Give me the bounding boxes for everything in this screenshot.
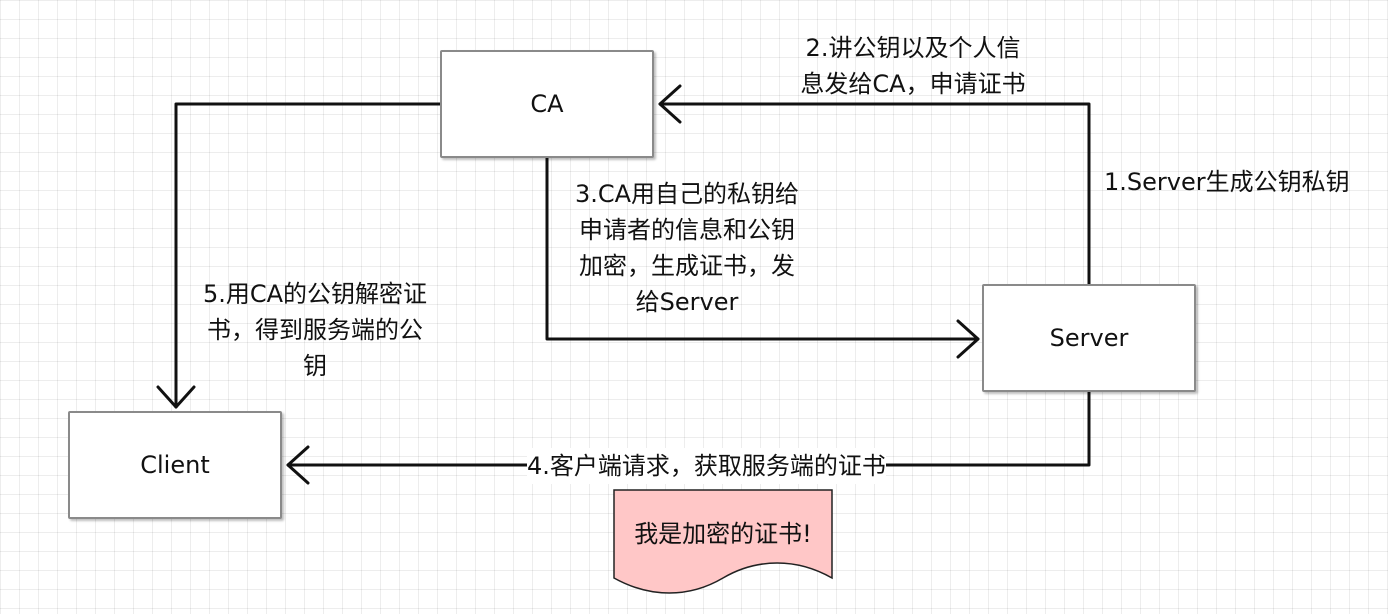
ca-node[interactable]: CA [440,50,654,158]
server-node[interactable]: Server [982,284,1196,392]
step2-line1: 2.讲公钥以及个人信 [805,34,1021,62]
arrowhead-into-client-right [286,445,310,485]
step3-line3: 加密，生成证书，发 [579,252,795,280]
edge-ca-to-client [174,102,442,409]
step2-label: 2.讲公钥以及个人信 息发给CA，申请证书 [778,30,1048,102]
ca-label: CA [530,90,564,118]
arrowhead-into-ca [658,84,682,124]
certificate-text: 我是加密的证书! [634,520,812,548]
step3-line2: 申请者的信息和公钥 [579,216,795,244]
step3-line1: 3.CA用自己的私钥给 [574,180,800,208]
step5-line3: 钥 [303,352,327,380]
step5-line1: 5.用CA的公钥解密证 [202,280,428,308]
step5-label: 5.用CA的公钥解密证 书，得到服务端的公 钥 [190,276,440,384]
arrowhead-into-server [956,319,980,359]
step3-line4: 给Server [635,288,739,316]
edge-server-to-ca [658,102,1091,286]
step2-line2: 息发给CA，申请证书 [800,70,1026,98]
step4-label: 4.客户端请求，获取服务端的证书 [527,448,886,484]
step3-label: 3.CA用自己的私钥给 申请者的信息和公钥 加密，生成证书，发 给Server [557,176,817,320]
certificate-document-shape[interactable] [612,488,836,598]
client-node[interactable]: Client [68,411,282,519]
step5-line2: 书，得到服务端的公 [207,316,423,344]
arrowhead-into-client-top [156,385,196,409]
edge-ca-to-server [545,156,980,341]
step1-label: 1.Server生成公钥私钥 [1104,168,1350,196]
client-label: Client [140,451,210,479]
server-label: Server [1049,324,1129,352]
